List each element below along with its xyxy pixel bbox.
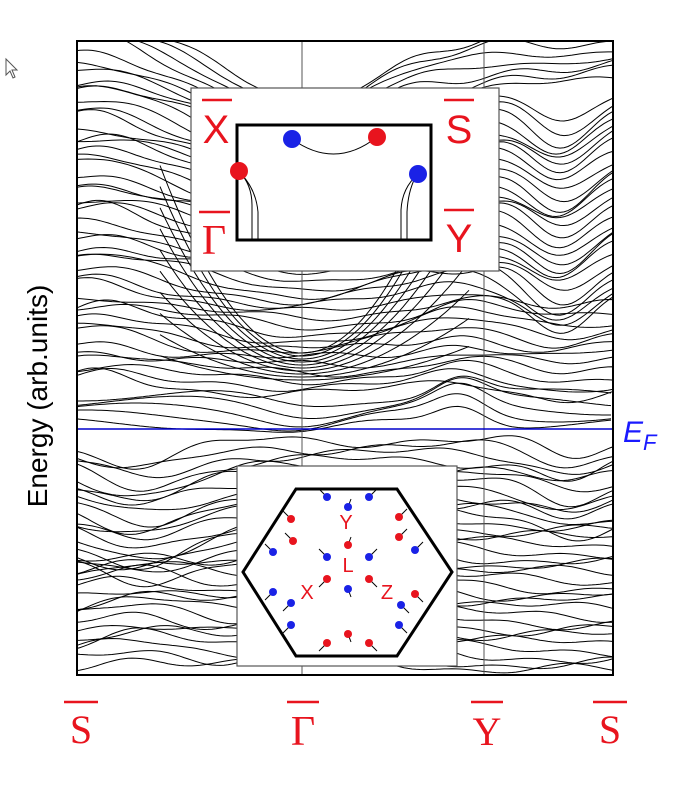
inset-bottom: Y L X Z: [236, 465, 458, 667]
band-line: [77, 367, 613, 404]
band-line: [77, 405, 612, 433]
band-line: [77, 322, 613, 349]
y-axis-label: Energy (arb.units): [22, 285, 53, 508]
x-tick-label-2: Y: [473, 709, 502, 754]
hex-dot-blue: [323, 553, 331, 561]
inset-top-arc-top: [291, 136, 378, 155]
inset-top-label-y: Y: [446, 217, 473, 261]
band-line: [77, 266, 613, 321]
inset-bottom-dots: [264, 488, 424, 652]
band-line: [77, 439, 613, 469]
band-line: [77, 454, 613, 492]
inset-bottom-hexagon: [241, 487, 454, 658]
hex-dot-red: [323, 575, 331, 583]
inset-bottom-frame: [236, 465, 458, 667]
band-line: [77, 382, 611, 428]
inset-top-arc-left-2: [241, 174, 259, 240]
band-line: [77, 359, 613, 386]
hex-dot-blue: [344, 585, 352, 593]
hex-dot-blue: [411, 546, 419, 554]
hex-dot-blue: [287, 621, 295, 629]
inset-top-zone: [235, 123, 433, 242]
hex-dot-blue: [344, 503, 352, 511]
band-line: [159, 346, 470, 381]
hex-dot-red: [365, 639, 373, 647]
band-line: [159, 317, 470, 378]
inset-top-dot-red-1: [368, 128, 386, 146]
inset-top: X S Γ Y: [190, 87, 500, 272]
x-tick-label-3: S: [599, 707, 621, 752]
hex-dot-blue: [269, 588, 277, 596]
band-line: [77, 246, 613, 291]
fermi-label: EF: [623, 416, 658, 455]
band-line: [77, 368, 613, 393]
hex-dot-red: [411, 590, 419, 598]
x-tick-labels: S Γ Y S: [64, 700, 627, 755]
plot-frame: [76, 40, 614, 676]
x-tick-label-1: Γ: [291, 709, 315, 755]
hex-dot-red: [395, 533, 403, 541]
inset-top-label-gamma: Γ: [202, 218, 226, 264]
inset-top-label-s: S: [446, 108, 473, 152]
band-line: [77, 393, 612, 432]
hex-dot-blue: [287, 599, 295, 607]
hex-dot-blue: [269, 548, 277, 556]
band-line: [77, 375, 612, 407]
hex-dot-blue: [397, 601, 405, 609]
band-line: [159, 205, 470, 366]
band-line: [77, 377, 612, 419]
inset-top-dot-red-2: [230, 162, 248, 180]
band-line: [159, 233, 470, 369]
hex-dot-red: [344, 541, 352, 549]
inset-bottom-label-l: L: [342, 555, 353, 577]
inset-top-label-x: X: [203, 108, 230, 152]
band-line: [77, 298, 613, 331]
hex-dot-red: [289, 537, 297, 545]
band-line: [77, 273, 613, 326]
band-line: [77, 253, 613, 306]
x-tick-label-0: S: [70, 707, 92, 752]
inset-bottom-label-y: Y: [339, 512, 352, 534]
mouse-cursor-icon: [5, 57, 19, 79]
inset-bottom-label-x: X: [300, 582, 313, 604]
band-line: [159, 289, 470, 375]
hex-dot-red: [287, 515, 295, 523]
hex-dot-blue: [395, 621, 403, 629]
band-line: [159, 177, 470, 363]
inset-bottom-label-z: Z: [381, 582, 393, 604]
hex-dot-red: [365, 575, 373, 583]
inset-top-dot-blue-2: [409, 165, 427, 183]
hex-dot-blue: [365, 553, 373, 561]
hex-dot-blue: [323, 493, 331, 501]
hex-dot-red: [395, 513, 403, 521]
hex-dot-red: [344, 630, 352, 638]
band-line: [77, 447, 613, 479]
inset-top-dot-blue-1: [283, 130, 301, 148]
band-line: [77, 295, 613, 322]
hex-dot-blue: [365, 493, 373, 501]
band-line: [159, 261, 470, 372]
band-line: [77, 354, 613, 378]
hex-dot-red: [323, 639, 331, 647]
